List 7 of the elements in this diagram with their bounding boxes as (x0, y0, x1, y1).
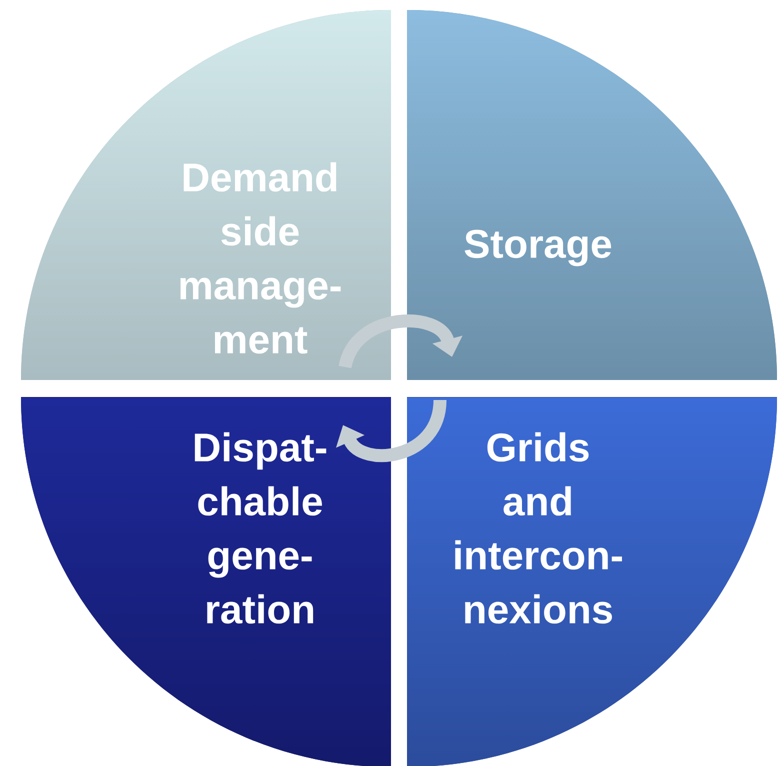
quadrant-segment: Demand side manage-ment (21, 10, 391, 380)
curved-arrow (336, 399, 446, 462)
node-label: Demand side manage-ment (180, 162, 341, 354)
quadrant-segment: Grids and intercon-nexions (407, 397, 777, 766)
node-label: Storage (464, 230, 612, 266)
quadrant-segment: Dispat-chable gene-ration (21, 397, 391, 766)
quadrant-segment: Storage (407, 10, 777, 380)
